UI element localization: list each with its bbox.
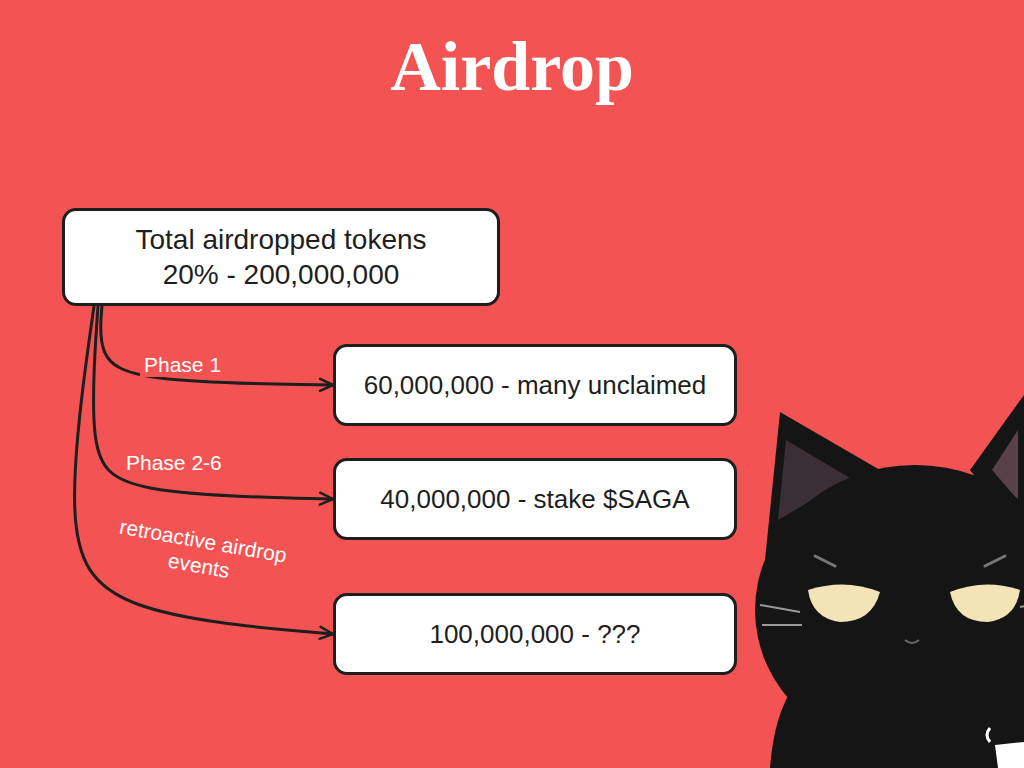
process-box: 100,000,000 - ??? [333,593,737,675]
box-text: 60,000,000 - many unclaimed [364,369,707,402]
mug [995,742,1024,768]
flow-arrow [75,306,333,634]
flow-arrow [101,306,333,385]
edge-label: Phase 1 [140,352,225,377]
cat-figure [755,395,1024,768]
edge-label: retroactive airdrop events [109,513,293,594]
process-box: 60,000,000 - many unclaimed [333,344,737,426]
cat-mouth [905,640,919,643]
process-box: Total airdropped tokens 20% - 200,000,00… [62,208,500,306]
cat-whisker [760,605,1024,625]
box-text: Total airdropped tokens 20% - 200,000,00… [111,222,451,292]
flow-arrow [93,306,333,499]
box-text: 40,000,000 - stake $SAGA [380,483,689,516]
cat-head [755,465,1024,755]
edge-label: Phase 2-6 [122,450,226,475]
cat-eye [950,584,1020,622]
cat-brow [985,556,1005,566]
cat-brow [815,556,835,566]
steam [987,728,990,742]
box-text: 100,000,000 - ??? [429,618,640,651]
diagram-title: Airdrop [0,28,1024,105]
cat-eye [808,584,880,622]
process-box: 40,000,000 - stake $SAGA [333,458,737,540]
